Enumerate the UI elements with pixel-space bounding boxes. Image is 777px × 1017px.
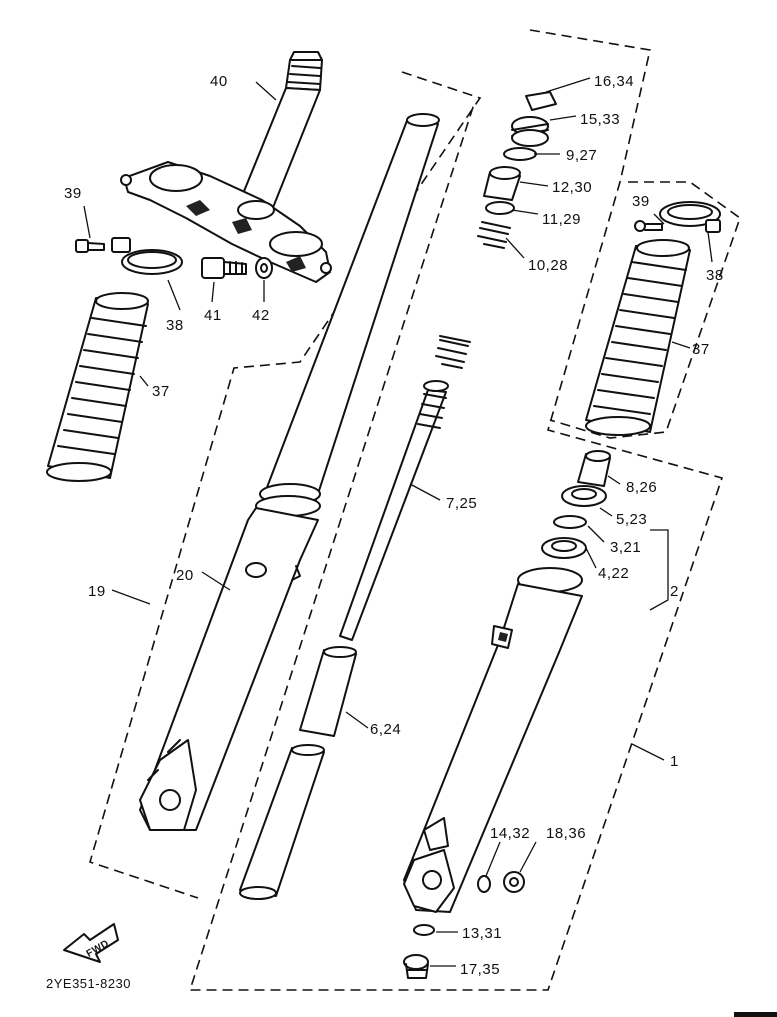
leader-lines xyxy=(83,77,713,967)
seal-part-8-26 xyxy=(577,450,611,487)
callout-9-27: 9,27 xyxy=(566,147,597,164)
clamp-part-38-left xyxy=(111,237,183,275)
page-corner-mark xyxy=(734,1012,777,1017)
callout-7-25: 7,25 xyxy=(446,495,477,512)
callout-39-right: 39 xyxy=(632,193,650,210)
fork-boot-part-37-left xyxy=(46,292,149,482)
washer-part-14-32 xyxy=(477,875,491,893)
callout-17-35: 17,35 xyxy=(460,961,500,978)
callout-8-26: 8,26 xyxy=(626,479,657,496)
callout-3-21: 3,21 xyxy=(610,539,641,556)
bolt-part-18-36 xyxy=(503,871,525,893)
cap-part-16-34 xyxy=(525,91,557,111)
callout-4-22: 4,22 xyxy=(598,565,629,582)
callout-18-36: 18,36 xyxy=(546,825,586,842)
callout-1: 1 xyxy=(670,753,679,770)
fork-spring xyxy=(239,744,325,900)
washer-part-11-29 xyxy=(485,201,515,215)
callout-39-left: 39 xyxy=(64,185,82,202)
clip-part-3-21 xyxy=(553,515,587,529)
callout-10-28: 10,28 xyxy=(528,257,568,274)
callout-15-33: 15,33 xyxy=(580,111,620,128)
callout-38-left: 38 xyxy=(166,317,184,334)
clamp-part-38-right xyxy=(659,201,721,233)
spacer-part-12-30 xyxy=(483,166,521,201)
callout-20: 20 xyxy=(176,567,194,584)
diagram-code: 2YE351-8230 xyxy=(46,976,131,991)
bolt-part-39-right xyxy=(634,220,663,232)
rebound-spring xyxy=(435,335,471,369)
under-bracket xyxy=(120,161,332,283)
washer-part-42 xyxy=(255,257,273,279)
oil-seal-part-4-22 xyxy=(541,537,587,559)
outer-tube-part-20 xyxy=(139,113,440,831)
callout-11-29: 11,29 xyxy=(542,211,581,228)
fwd-arrow-icon: FWD xyxy=(63,923,119,963)
drain-bolt-part-17-35 xyxy=(403,954,429,979)
group-outline-right-boot xyxy=(549,181,741,439)
o-ring-part-9-27 xyxy=(503,147,537,161)
callout-5-23: 5,23 xyxy=(616,511,647,528)
callout-38-right: 38 xyxy=(706,267,724,284)
group-outline-19 xyxy=(89,71,482,899)
steering-stem-part-40 xyxy=(237,51,323,211)
callout-40: 40 xyxy=(210,73,228,90)
outer-tube-part-1 xyxy=(403,567,583,913)
fork-boot-part-37-right xyxy=(585,239,691,436)
callout-37-right: 37 xyxy=(692,341,710,358)
callout-41: 41 xyxy=(204,307,222,324)
callout-12-30: 12,30 xyxy=(552,179,592,196)
callout-14-32: 14,32 xyxy=(490,825,530,842)
oil-lock-piece-part-6-24 xyxy=(299,646,357,737)
callout-19: 19 xyxy=(88,583,106,600)
callout-37-left: 37 xyxy=(152,383,170,400)
cap-bolt-part-15-33 xyxy=(511,116,549,147)
callout-6-24: 6,24 xyxy=(370,721,401,738)
callout-16-34: 16,34 xyxy=(594,73,634,90)
gasket-part-13-31 xyxy=(413,924,435,936)
dust-seal-part-5-23 xyxy=(561,485,607,507)
callout-2: 2 xyxy=(670,583,679,600)
bolt-part-39-left xyxy=(75,239,105,253)
bolt-part-41 xyxy=(201,257,247,279)
spring-part-10-28 xyxy=(477,221,511,249)
callout-13-31: 13,31 xyxy=(462,925,502,942)
callout-42: 42 xyxy=(252,307,270,324)
damper-rod-part-7-25 xyxy=(339,380,449,641)
group-outline-center xyxy=(188,29,724,991)
